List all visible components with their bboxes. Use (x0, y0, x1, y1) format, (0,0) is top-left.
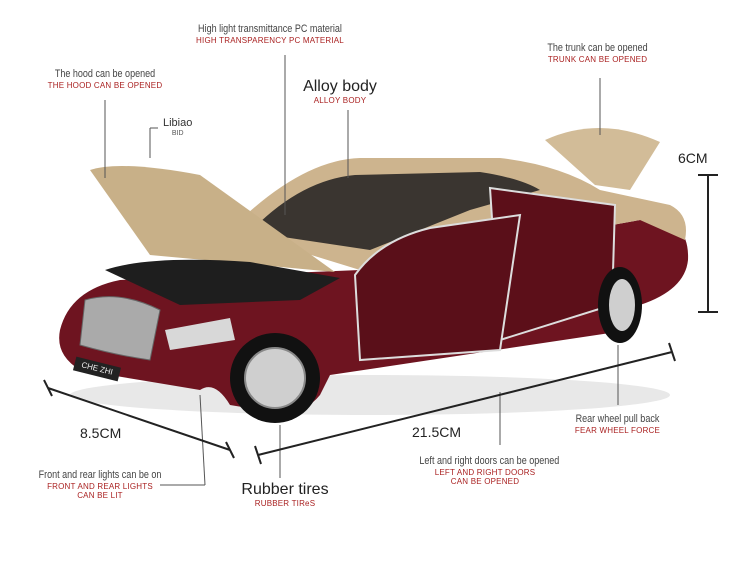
dimension-length: 21.5CM (412, 424, 462, 440)
label-lights: Front and rear lights can be on FRONT AN… (38, 469, 162, 500)
label-rubber-tires: Rubber tires RUBBER TIReS (241, 481, 329, 509)
brand-logo: Libiao BID (163, 117, 193, 137)
label-pullback: Rear wheel pull back FEAR WHEEL FORCE (574, 413, 661, 435)
dimension-height: 6CM (678, 150, 708, 166)
label-pc-material: High light transmittance PC material HIG… (196, 23, 344, 45)
open-trunk (545, 127, 660, 190)
dimension-lines (43, 174, 718, 465)
rear-rim (609, 279, 635, 331)
callout-lines (104, 55, 619, 486)
open-hood (90, 166, 335, 272)
front-door (353, 213, 522, 362)
headlight (165, 318, 235, 350)
label-trunk: The trunk can be opened TRUNK CAN BE OPE… (547, 42, 648, 64)
label-alloy-body: Alloy body ALLOY BODY (303, 78, 377, 106)
front-rim (244, 347, 306, 409)
dimension-width: 8.5CM (80, 425, 122, 441)
label-doors: Left and right doors can be opened LEFT … (419, 455, 560, 486)
engine-bay (105, 259, 340, 305)
label-hood: The hood can be opened THE HOOD CAN BE O… (47, 68, 163, 90)
car-windows (250, 172, 540, 250)
grille (79, 296, 161, 361)
